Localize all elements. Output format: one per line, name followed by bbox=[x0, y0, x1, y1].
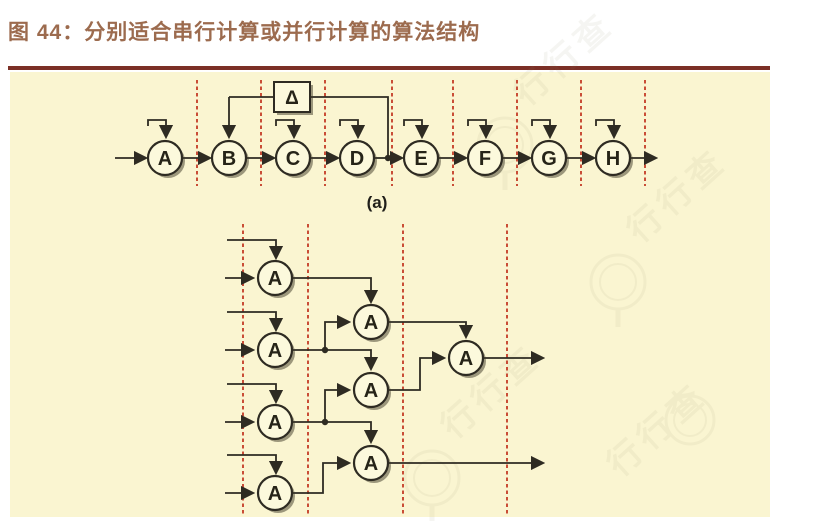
delta-box: Δ bbox=[273, 81, 313, 115]
tree-node: A bbox=[256, 331, 295, 370]
top-input-arrow bbox=[403, 119, 430, 140]
chain-node: A bbox=[146, 139, 185, 178]
chain-node-label: F bbox=[479, 148, 491, 170]
tree-node: A bbox=[256, 474, 295, 513]
top-input-arrow bbox=[227, 311, 284, 333]
top-input-arrow bbox=[227, 454, 284, 476]
chain-node: C bbox=[274, 139, 313, 178]
figure-panel bbox=[10, 72, 770, 517]
tree-node: A bbox=[352, 371, 391, 410]
tree-node-label: A bbox=[364, 453, 378, 475]
chain-node: F bbox=[466, 139, 505, 178]
parallel-tree-wires bbox=[225, 239, 546, 501]
figure-title: 图 44：分别适合串行计算或并行计算的算法结构 bbox=[8, 21, 481, 44]
junction-dot bbox=[321, 346, 329, 354]
chain-node-label: A bbox=[158, 148, 172, 170]
tree-node-label: A bbox=[364, 380, 378, 402]
serial-chain-wires bbox=[115, 96, 659, 166]
chain-node: D bbox=[338, 139, 377, 178]
delta-symbol: Δ bbox=[285, 88, 299, 109]
tree-node: A bbox=[352, 444, 391, 483]
junction-dot bbox=[384, 154, 392, 162]
top-input-arrow bbox=[339, 119, 366, 140]
top-input-arrow bbox=[227, 383, 284, 405]
tree-node-label: A bbox=[268, 268, 282, 290]
top-input-arrow bbox=[467, 119, 494, 140]
top-input-arrow bbox=[595, 119, 622, 140]
tree-node: A bbox=[352, 303, 391, 342]
top-input-arrow bbox=[275, 119, 302, 140]
junction-dot bbox=[321, 418, 329, 426]
chain-node-label: G bbox=[541, 148, 557, 170]
top-input-arrow bbox=[531, 119, 558, 140]
parallel-tree-nodes: A A A A A A A bbox=[256, 259, 486, 513]
title-rule bbox=[8, 66, 770, 70]
chain-node-label: E bbox=[414, 148, 427, 170]
stage-separators-serial bbox=[196, 80, 646, 186]
top-input-arrow bbox=[227, 239, 284, 261]
chain-node: G bbox=[530, 139, 569, 178]
chain-node: B bbox=[210, 139, 249, 178]
caption-a: (a) bbox=[367, 193, 388, 212]
chain-node-label: C bbox=[286, 148, 300, 170]
chain-node-label: H bbox=[606, 148, 620, 170]
serial-chain-nodes: A B C D E F G bbox=[146, 139, 633, 178]
tree-node: A bbox=[447, 339, 486, 378]
top-input-arrow bbox=[147, 119, 174, 140]
tree-node-label: A bbox=[268, 412, 282, 434]
tree-node: A bbox=[256, 403, 295, 442]
chain-node: E bbox=[402, 139, 441, 178]
tree-node-label: A bbox=[268, 483, 282, 505]
tree-node: A bbox=[256, 259, 295, 298]
tree-node-label: A bbox=[268, 340, 282, 362]
chain-node-label: D bbox=[350, 148, 364, 170]
chain-node-label: B bbox=[222, 148, 236, 170]
chain-node: H bbox=[594, 139, 633, 178]
tree-node-label: A bbox=[459, 348, 473, 370]
tree-node-label: A bbox=[364, 312, 378, 334]
